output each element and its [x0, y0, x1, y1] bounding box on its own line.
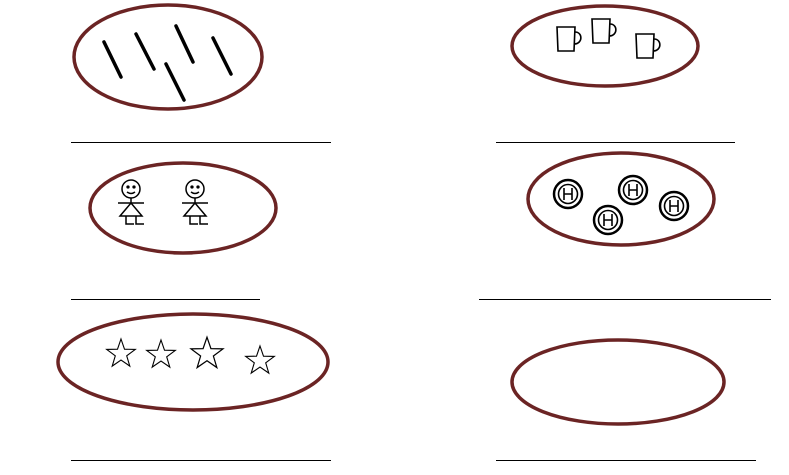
- stick-icon: [164, 62, 186, 102]
- answer-line[interactable]: [496, 142, 735, 143]
- star-icon: [146, 339, 176, 368]
- ball-icon: [617, 174, 649, 206]
- group-mugs: [510, 4, 700, 88]
- group-oval: [510, 4, 700, 88]
- stick-figure-icon: [117, 179, 145, 225]
- group-oval: [72, 3, 264, 111]
- answer-line[interactable]: [479, 299, 771, 300]
- answer-line[interactable]: [71, 299, 260, 300]
- mug-icon: [556, 26, 582, 52]
- group-sticks: [72, 3, 264, 111]
- group-oval: [56, 312, 330, 412]
- group-stars: [56, 312, 330, 412]
- mug-icon: [591, 18, 617, 44]
- star-icon: [190, 336, 224, 369]
- stick-icon: [134, 32, 156, 71]
- group-oval: [88, 161, 278, 255]
- group-empty: [510, 338, 726, 426]
- stick-icon: [102, 40, 123, 79]
- stick-icon: [174, 24, 195, 64]
- ball-icon: [552, 178, 584, 210]
- mug-icon: [635, 33, 661, 59]
- ball-icon: [658, 190, 690, 222]
- group-oval: [526, 151, 716, 247]
- ball-icon: [592, 204, 624, 236]
- group-stick-figures: [88, 161, 278, 255]
- stick-icon: [211, 36, 233, 76]
- group-balls: [526, 151, 716, 247]
- stick-figure-icon: [181, 179, 209, 225]
- answer-line[interactable]: [496, 460, 756, 461]
- star-icon: [245, 345, 275, 374]
- group-oval: [510, 338, 726, 426]
- answer-line[interactable]: [71, 142, 331, 143]
- answer-line[interactable]: [71, 460, 331, 461]
- star-icon: [106, 338, 136, 367]
